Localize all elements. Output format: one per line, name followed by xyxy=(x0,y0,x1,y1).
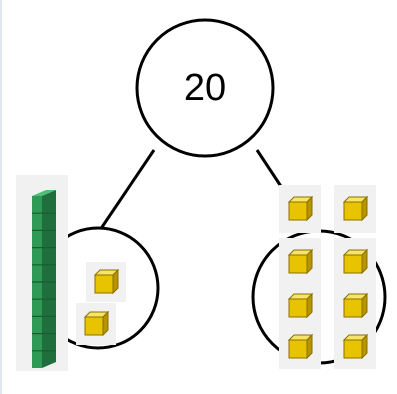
ones-cube xyxy=(279,282,321,330)
whole-value: 20 xyxy=(184,67,226,109)
ones-cubes xyxy=(76,185,376,369)
ones-cube xyxy=(86,262,126,302)
ones-cube xyxy=(334,325,376,369)
ones-cube xyxy=(334,185,376,233)
ones-cube xyxy=(279,325,321,369)
ones-cube xyxy=(279,185,321,233)
ones-cube xyxy=(76,303,116,345)
whole-circle: 20 xyxy=(135,18,275,158)
ones-cube xyxy=(279,238,321,286)
ones-cube xyxy=(334,238,376,286)
left-border-line xyxy=(0,0,2,394)
ones-cube xyxy=(334,282,376,330)
left-connector-line xyxy=(98,149,156,231)
tens-rod xyxy=(16,175,68,371)
